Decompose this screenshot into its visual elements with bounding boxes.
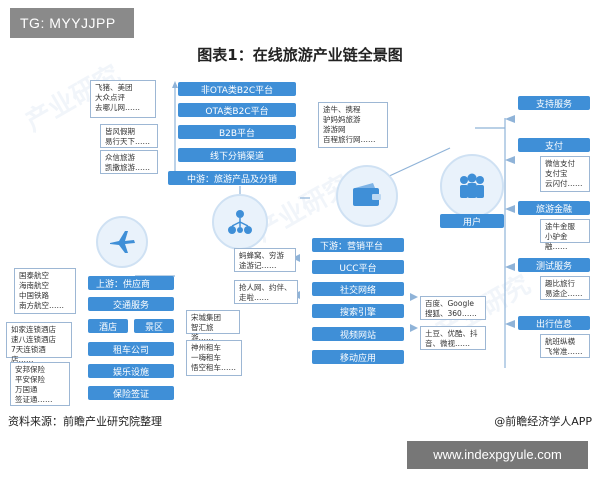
airplane-icon <box>96 216 148 268</box>
user-box: 用户 <box>440 214 504 228</box>
network-icon <box>212 194 268 250</box>
ucc-detail: 蚂蜂窝、穷游 途游记…… <box>234 248 296 272</box>
scenic-box: 景区 <box>134 319 174 333</box>
midstream-header: 中游：旅游产品及分销 <box>168 171 296 185</box>
non-ota-b2c-box: 非OTA类B2C平台 <box>178 82 296 96</box>
ota-detail: 途牛、携程 驴妈妈旅游 游游网 百程旅行网…… <box>318 102 388 148</box>
insurance-detail: 安邦保险 平安保险 万国通 签证通…… <box>10 362 70 406</box>
ucc-platform-box: UCC平台 <box>312 260 404 274</box>
test-service-detail: 趣比旅行 易途企…… <box>540 276 590 300</box>
users-icon <box>440 154 504 218</box>
finance-detail: 途牛金服 小驴金融…… <box>540 219 590 251</box>
payment-box: 支付 <box>518 138 590 152</box>
payment-detail: 微信支付 支付宝 云闪付…… <box>540 156 590 192</box>
support-service-box: 支持服务 <box>518 96 590 110</box>
entertainment-box: 娱乐设施 <box>88 364 174 378</box>
b2b-box: B2B平台 <box>178 125 296 139</box>
ota-b2c-box: OTA类B2C平台 <box>178 103 296 117</box>
hotel-box: 酒店 <box>88 319 128 333</box>
social-detail: 抢人网、约伴、 走啦…… <box>234 280 298 304</box>
test-service-box: 测试服务 <box>518 258 590 272</box>
connector-lines <box>135 81 515 368</box>
non-ota-detail: 飞猪、美团 大众点评 去哪儿网…… <box>90 80 156 118</box>
brand-credit: @前瞻经济学人APP <box>494 415 592 428</box>
travel-info-box: 出行信息 <box>518 316 590 330</box>
search-detail: 百度、Google 搜狐、360…… <box>420 296 486 320</box>
offline-detail: 众信旅游 凯撒旅游…… <box>100 150 158 174</box>
tg-watermark-tag: TG: MYYJJPP <box>10 8 134 38</box>
car-rental-detail: 神州租车 一嗨租车 悟空租车…… <box>186 340 242 376</box>
insurance-visa-box: 保险签证 <box>88 386 174 400</box>
transport-service-box: 交通服务 <box>88 297 174 311</box>
diagram-title: 图表1：在线旅游产业链全景图 <box>197 46 403 64</box>
airlines-detail: 国泰航空 海南航空 中国铁路 南方航空…… <box>14 268 76 314</box>
mobile-app-box: 移动应用 <box>312 350 404 364</box>
video-detail: 土豆、优酷、抖 音、微视…… <box>420 326 486 350</box>
wallet-icon <box>336 165 398 227</box>
hotel-detail: 如家连锁酒店 速八连锁酒店 7天连锁酒店…… <box>6 322 72 364</box>
search-engine-box: 搜索引擎 <box>312 304 404 318</box>
social-network-box: 社交网络 <box>312 282 404 296</box>
b2b-detail: 皆风假期 易行天下…… <box>100 124 158 148</box>
travel-finance-box: 旅游金融 <box>518 201 590 215</box>
source-note: 资料来源：前瞻产业研究院整理 <box>8 415 162 428</box>
video-site-box: 视频网站 <box>312 327 404 341</box>
car-rental-box: 租车公司 <box>88 342 174 356</box>
offline-channel-box: 线下分销渠道 <box>178 148 296 162</box>
scenic-detail: 宋城集团 智汇旅游…… <box>186 310 240 342</box>
upstream-header: 上游：供应商 <box>88 276 174 290</box>
url-watermark: www.indexpgyule.com <box>407 441 588 469</box>
travel-info-detail: 航班纵横 飞常准…… <box>540 334 590 358</box>
industry-chain-diagram: 产业研究 产业研究 产业研究 飞猪、美团 大众点评 去哪儿网…… <box>0 60 600 408</box>
downstream-header: 下游：营销平台 <box>312 238 404 252</box>
